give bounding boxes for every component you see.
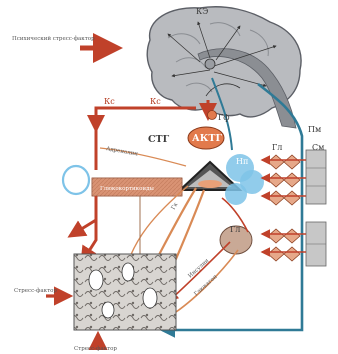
spinal-efferents (262, 160, 306, 252)
gc-label: Гк (171, 201, 180, 211)
spinal-cord-upper (306, 150, 326, 204)
glucocorticoid-band-label: Глюкокортикоиды (100, 186, 154, 192)
glucagon-label: Глюкагон (193, 274, 218, 298)
sm-label: См (312, 143, 324, 152)
insulin-label: Инсулин (187, 258, 210, 280)
kc-feedback-line (96, 108, 196, 130)
actg-label: АКТГ (192, 133, 222, 144)
left-red-branch (70, 220, 96, 236)
gl-upper-label: Гл (272, 143, 282, 152)
kc-brain-label: КЭ (196, 7, 208, 16)
adrenaline-label: Адреналин (106, 146, 139, 158)
stg-label: СТГ (148, 134, 170, 145)
gf-label: Гф (218, 113, 230, 122)
np-label: Нп (236, 157, 248, 166)
blue-ring (63, 166, 89, 194)
pm-label: Пм (308, 125, 321, 134)
psychic-stress-label: Психический стресс-фактор (12, 35, 95, 42)
sympathetic-chain-upper (268, 155, 300, 205)
spinal-cord-lower (306, 222, 326, 266)
kc-mid-label: Кс (150, 97, 161, 106)
kc-left-label: Кс (104, 97, 115, 106)
stress-factor-bottom-label: Стресс-фактор (74, 345, 117, 352)
gl-lower-label: Гл (230, 225, 240, 234)
stress-factor-left-label: Стресс-фактор (14, 287, 57, 294)
gf-gland (208, 111, 217, 120)
